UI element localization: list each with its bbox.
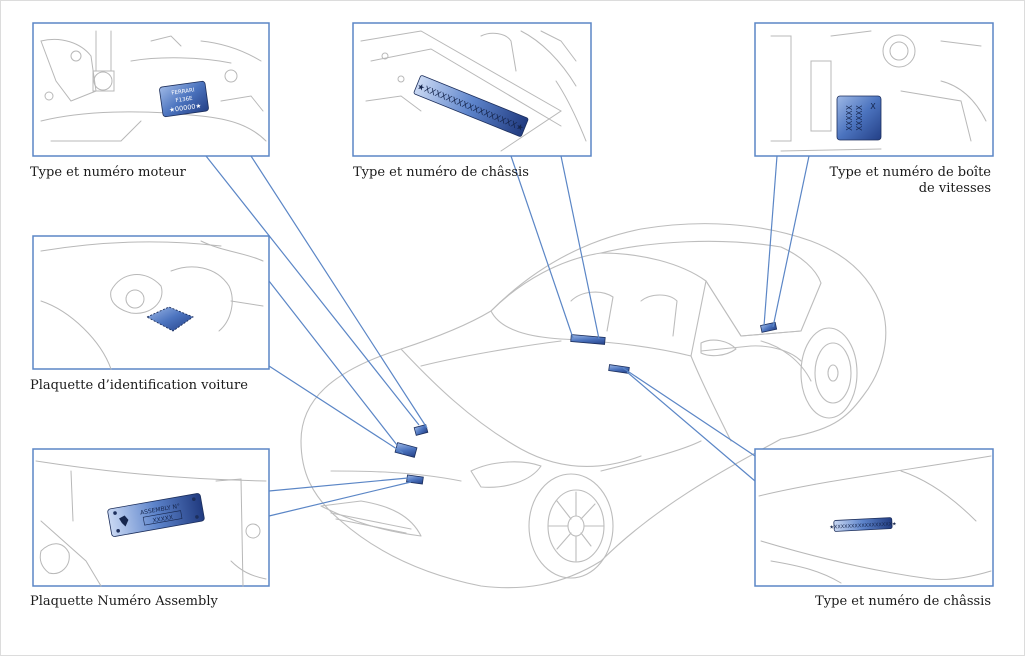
marker-chassis-bottom <box>608 364 630 374</box>
engine-plate-line2: F136E <box>175 96 193 104</box>
caption-gearbox-line2: de vitesses <box>918 181 991 196</box>
leader-chassis-top-a <box>510 155 574 339</box>
car-plate-plate <box>145 306 194 332</box>
leader-engine-a <box>205 155 420 426</box>
callout-chassis-top: ★XXXXXXXXXXXXXXXXX★ <box>352 22 592 157</box>
leader-assembly-b <box>268 481 412 517</box>
caption-engine: Type et numéro moteur <box>30 165 186 180</box>
ferrari-car-illustration <box>300 223 887 589</box>
leader-engine-b <box>250 155 428 429</box>
gearbox-plate-col2: XXXXX <box>855 105 864 131</box>
gearbox-plate-x: X <box>870 102 876 111</box>
leader-car-plate-b <box>268 365 404 454</box>
marker-car-plate <box>394 442 418 458</box>
engine-plate-line1: FERRARI <box>171 87 195 96</box>
chassis-bottom-plate-code: ★XXXXXXXXXXXXXXXXX★ <box>829 521 897 531</box>
leader-gearbox-a <box>763 155 778 327</box>
leader-car-plate-a <box>268 280 398 446</box>
callout-chassis-bottom: ★XXXXXXXXXXXXXXXXX★ <box>754 448 994 587</box>
gearbox-plate: X XXXXX XXXXX <box>836 95 882 141</box>
engine-plate: FERRARI F136E ★00000★ <box>159 80 209 118</box>
caption-chassis-top: Type et numéro de châssis <box>353 165 529 180</box>
marker-engine <box>413 424 429 436</box>
leader-assembly-a <box>268 477 409 492</box>
callout-gearbox: X XXXXX XXXXX <box>754 22 994 157</box>
callout-engine: FERRARI F136E ★00000★ <box>32 22 270 157</box>
prancing-horse-icon <box>119 515 129 527</box>
assembly-plate-code: XXXXX <box>152 514 173 524</box>
callout-assembly: ASSEMBLY N° XXXXX <box>32 448 270 587</box>
car-plate-markers <box>394 321 778 485</box>
marker-chassis-top <box>570 334 606 345</box>
leader-chassis-bottom-a <box>622 367 756 457</box>
caption-chassis-bottom: Type et numéro de châssis <box>815 594 991 609</box>
chassis-bottom-plate: ★XXXXXXXXXXXXXXXXX★ <box>829 517 897 532</box>
leader-gearbox-b <box>772 155 810 328</box>
caption-gearbox-line1: Type et numéro de boîte <box>829 165 991 180</box>
caption-assembly: Plaquette Numéro Assembly <box>30 594 218 609</box>
caption-car-plate: Plaquette d’identification voiture <box>30 378 248 393</box>
leader-chassis-bottom-b <box>626 371 756 482</box>
leader-lines <box>205 155 810 517</box>
leader-chassis-top-b <box>560 155 600 340</box>
gearbox-plate-col1: XXXXX <box>845 105 854 131</box>
assembly-plate: ASSEMBLY N° XXXXX <box>107 493 205 537</box>
callout-car-plate <box>32 235 270 370</box>
